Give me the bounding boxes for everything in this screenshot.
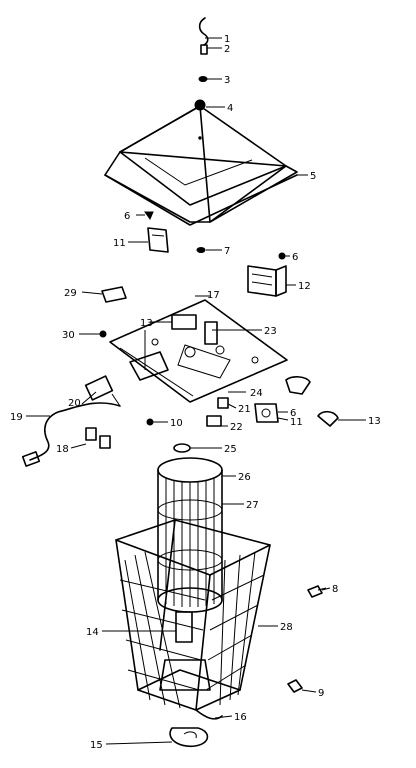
callout-20: 20	[68, 398, 81, 409]
callout-12: 12	[298, 281, 311, 292]
nut-7	[196, 247, 206, 253]
screw-8	[307, 585, 327, 598]
lamp-base-14	[159, 611, 211, 691]
part-21	[217, 397, 229, 409]
switch-22	[206, 415, 222, 427]
callout-13a: 13	[140, 318, 153, 329]
bracket-24	[285, 376, 311, 395]
callout-24: 24	[250, 388, 263, 399]
callout-2: 2	[224, 44, 230, 55]
callout-8: 8	[332, 584, 338, 595]
clamp-18	[85, 427, 111, 449]
ballast-11-upper	[147, 227, 169, 253]
screw-9	[287, 679, 303, 693]
screw-30	[99, 330, 107, 338]
callout-11b: 11	[290, 417, 303, 428]
callout-3: 3	[224, 75, 230, 86]
cord-19	[21, 402, 121, 467]
callout-5: 5	[310, 171, 316, 182]
callout-14: 14	[86, 627, 99, 638]
callout-25: 25	[224, 444, 237, 455]
callout-28: 28	[280, 622, 293, 633]
screw-10	[146, 418, 154, 426]
callout-4: 4	[227, 103, 233, 114]
callout-23: 23	[264, 326, 277, 337]
clip-13	[317, 410, 339, 427]
plug-20	[84, 375, 121, 407]
screw-6-right	[278, 252, 286, 260]
callout-22: 22	[230, 422, 243, 433]
callout-7: 7	[224, 246, 230, 257]
lantern-cage	[115, 519, 271, 711]
callout-1: 1	[224, 34, 230, 45]
callout-19: 19	[10, 412, 23, 423]
lamp-cap-25	[173, 443, 191, 453]
leader-lines	[26, 37, 366, 745]
ballast-11-lower	[254, 403, 279, 423]
screw-6-upper	[144, 211, 154, 221]
callout-6b: 6	[292, 252, 298, 263]
callout-18: 18	[56, 444, 69, 455]
callout-6c: 6	[290, 408, 296, 419]
callout-9: 9	[318, 688, 324, 699]
callout-11a: 11	[113, 238, 126, 249]
electrode-grid	[157, 457, 223, 613]
transformer-12	[247, 265, 287, 297]
callout-15: 15	[90, 740, 103, 751]
callout-13b: 13	[368, 416, 381, 427]
chassis-plate	[109, 299, 288, 403]
callout-30: 30	[62, 330, 75, 341]
hanger-15	[169, 727, 209, 748]
lantern-roof	[104, 105, 298, 226]
callout-26: 26	[238, 472, 251, 483]
label-29	[101, 286, 127, 303]
callout-16: 16	[234, 712, 247, 723]
callout-labels: 1 2 3 4 5 6 7 6 11 12 29 17 13 23 30 24 …	[10, 34, 381, 751]
callout-6a: 6	[124, 211, 130, 222]
callout-17: 17	[207, 290, 220, 301]
hanger-hook	[194, 17, 209, 111]
callout-21: 21	[238, 404, 251, 415]
callout-29: 29	[64, 288, 77, 299]
callout-10: 10	[170, 418, 183, 429]
callout-27: 27	[246, 500, 259, 511]
